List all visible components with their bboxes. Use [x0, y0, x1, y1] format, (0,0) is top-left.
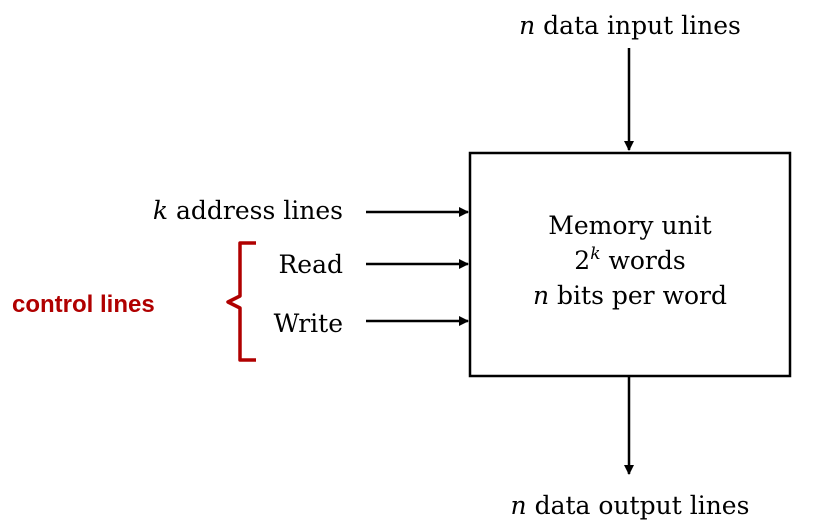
memory-unit-title: Memory unit	[548, 211, 711, 240]
data-input-label: n data input lines	[519, 11, 741, 40]
control-lines-bracket	[226, 241, 256, 362]
address-lines-label: k address lines	[153, 196, 343, 225]
memory-word-width: n bits per word	[533, 281, 727, 310]
read-label: Read	[278, 250, 343, 279]
control-lines-label: control lines	[12, 291, 155, 318]
data-output-label: n data output lines	[511, 491, 750, 520]
memory-word-count: 2k words	[574, 244, 685, 275]
memory-unit-box	[468, 151, 792, 378]
write-label: Write	[274, 309, 343, 338]
